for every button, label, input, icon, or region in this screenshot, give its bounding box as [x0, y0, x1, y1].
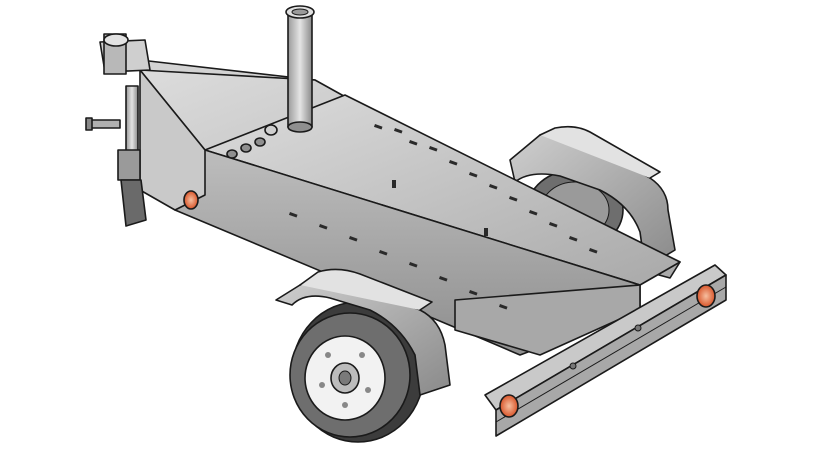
front-left-wheel: [289, 301, 425, 443]
control-knobs: [226, 124, 278, 159]
rear-right-tail-lamp: [696, 284, 716, 308]
rear-bumper: [484, 264, 727, 437]
bumper-bolts: [569, 324, 642, 370]
coupler-hitch: [99, 33, 151, 75]
rear-left-tail-lamp: [499, 394, 519, 418]
front-marker-lamp: [183, 190, 199, 210]
deck-platform: [139, 69, 681, 356]
mast-pole: [285, 5, 315, 133]
front-left-fender: [275, 268, 451, 396]
jack-stand: [85, 85, 147, 227]
deck-slots: [288, 123, 598, 310]
